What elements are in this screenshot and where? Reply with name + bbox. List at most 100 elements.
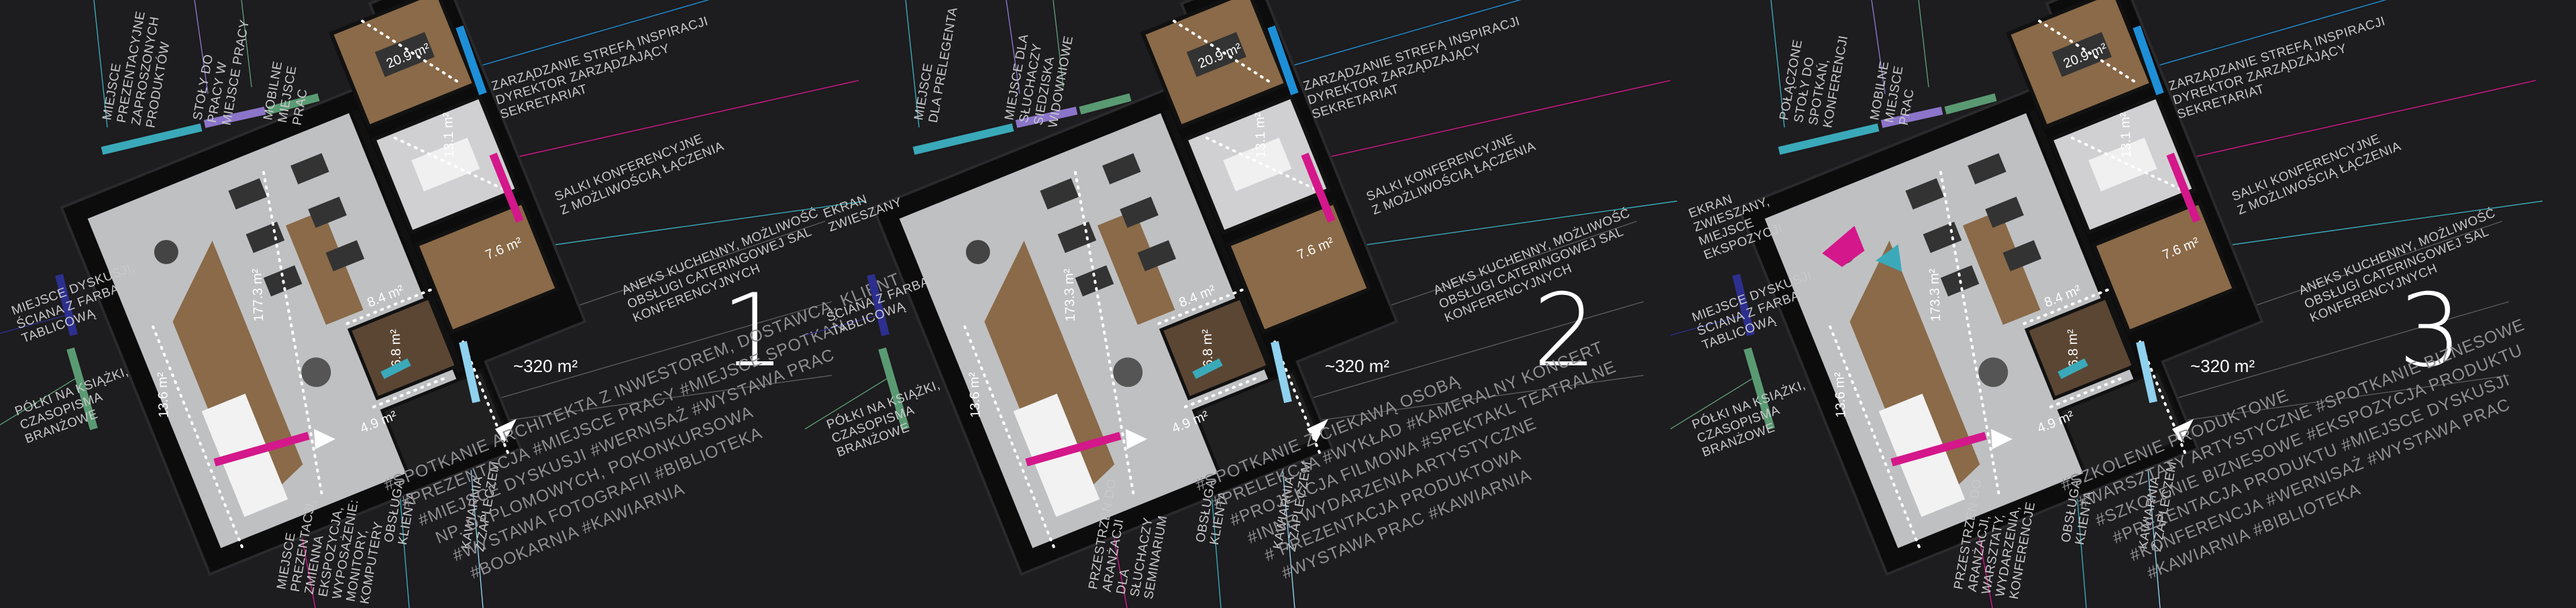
entrance-arrow (314, 429, 335, 449)
scenario-number: 1 (721, 273, 785, 389)
dimension-line (1205, 136, 1316, 190)
desk (228, 178, 267, 210)
label-kitchen-line: OBSŁUGI CATERINGOWEJ SAL (625, 225, 814, 312)
dimension-line (1273, 340, 1322, 455)
bar-bottom (380, 358, 411, 379)
leader-line (905, 0, 920, 128)
conference-room (2091, 199, 2238, 335)
desk (1985, 196, 2024, 228)
room-area-r7: 13.6 m² (155, 372, 171, 418)
desk (411, 137, 480, 192)
bar-left (878, 347, 910, 430)
bar-top (101, 123, 203, 155)
scenario-number: 3 (2398, 273, 2462, 389)
bar-left (66, 347, 98, 430)
leader-line (804, 314, 879, 336)
leader-line (1770, 0, 1785, 128)
dimension-line (2049, 375, 2127, 408)
desk (1968, 153, 2006, 184)
label-bottom-1: PRZESTRZEŃ DOARANŻACJIDLASŁUCHACZYSEMINA… (1086, 478, 1170, 601)
bar-left (867, 273, 890, 337)
leader-line (1670, 375, 1758, 430)
dimension-line (462, 340, 510, 455)
desk (325, 240, 365, 271)
bar-top (1944, 93, 1997, 115)
bar-top (1778, 123, 1880, 155)
dimension-line (2070, 136, 2181, 190)
bar-bottom (1192, 358, 1223, 379)
leader-line (1918, 0, 1929, 88)
dimension-line (262, 168, 323, 495)
bar-bottom (1271, 341, 1292, 404)
entrance-arrow (1126, 429, 1147, 449)
bar-top (203, 107, 266, 128)
leader-line (241, 0, 252, 88)
leader-line (1670, 314, 1745, 336)
bar-bottom (2057, 358, 2088, 379)
scenario-number: 2 (1533, 273, 1597, 389)
entrance-arrow (1991, 429, 2012, 449)
room-area-r7: 13.6 m² (1832, 372, 1848, 418)
entrance-arrow (1307, 419, 1328, 442)
desk (1120, 196, 1159, 228)
label-management-line: ZARZĄDZANIE STREFĄ INSPIRACJI (2167, 14, 2387, 93)
bar-management (455, 25, 487, 95)
dimension-line (1939, 168, 2000, 495)
desk (1040, 178, 1079, 210)
desk (2002, 240, 2042, 271)
room-area-r8: 173.3 m² (1927, 268, 1943, 322)
entrance-arrow (2172, 419, 2194, 442)
desk (1186, 32, 1246, 77)
wall (1163, 109, 1276, 373)
desk (1137, 240, 1177, 271)
room-area-r6: 6.8 m² (1200, 328, 1216, 367)
round-table (154, 239, 178, 264)
label-kitchen-line: OBSŁUGI CATERINGOWEJ SAL (2302, 225, 2491, 312)
wood-floor (285, 210, 364, 325)
desk (1102, 153, 1141, 184)
leader-line (1871, 0, 1886, 95)
round-table (1978, 357, 2008, 387)
bar-top (1079, 93, 1132, 115)
dimension-line (361, 19, 462, 84)
main-hall-floor (87, 113, 482, 548)
desk (290, 153, 329, 184)
leader-line (0, 314, 68, 334)
wall (2029, 109, 2141, 373)
room-area-r6: 6.8 m² (2065, 328, 2082, 367)
leader-line (1053, 0, 1064, 88)
dimension-line (393, 136, 504, 190)
leader-line (0, 375, 81, 426)
dimension-line (1157, 287, 1248, 325)
round-table (965, 239, 990, 264)
leader-line (1281, 80, 1671, 168)
wall (352, 109, 464, 373)
bar-management (1267, 25, 1299, 95)
desk (374, 32, 435, 77)
leader-line (469, 80, 859, 168)
room-area-r8: 177.3 m² (250, 268, 266, 322)
conference-room (1226, 199, 1373, 335)
leader-line (93, 0, 108, 128)
round-table (1113, 357, 1143, 387)
bar-top (912, 123, 1014, 155)
bar-bottom (1025, 432, 1122, 467)
desk (308, 196, 347, 228)
bar-conference (2166, 152, 2201, 223)
label-top-1: MIEJSCEPREZENTACYJNEZAPROSZONYCHPRODUKTÓ… (100, 10, 172, 129)
label-management-line: ZARZĄDZANIE STREFĄ INSPIRACJI (490, 14, 710, 93)
bar-top (267, 93, 320, 115)
bar-conference (489, 152, 524, 223)
total-area: ~320 m² (2190, 356, 2255, 376)
wood-floor (1097, 210, 1175, 325)
sofa (1822, 225, 1865, 267)
entrance-arrow (495, 419, 517, 442)
